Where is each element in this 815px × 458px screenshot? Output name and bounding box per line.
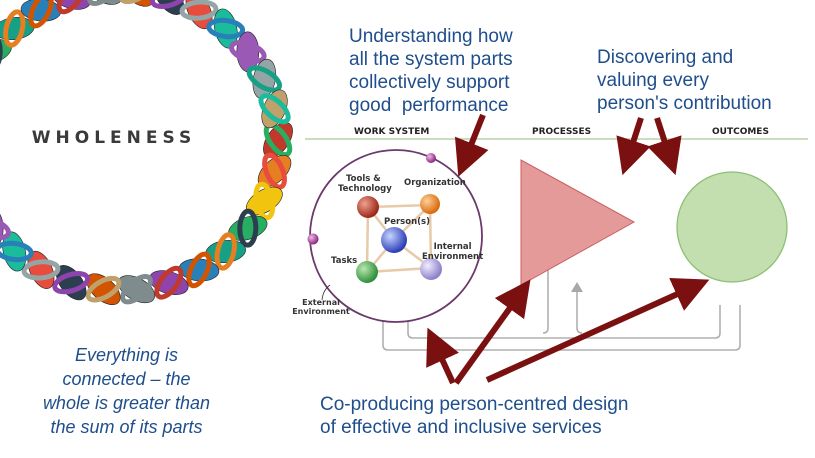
outer-sphere-top [426, 153, 436, 163]
rope-link [3, 9, 26, 48]
rope-link [186, 251, 212, 289]
label-external-environment: External Environment [286, 298, 356, 316]
rope-link [85, 275, 122, 303]
label-line: Environment [422, 252, 484, 262]
understanding-callout: Understanding how all the system parts c… [349, 25, 564, 117]
rope-link [21, 259, 61, 281]
rope-link [214, 232, 237, 271]
header-outcomes: OUTCOMES [712, 127, 769, 137]
callout-line: Co-producing person-centred design [320, 394, 629, 415]
persons-sphere [381, 227, 407, 253]
rope-link [246, 65, 282, 93]
rope-link [0, 216, 11, 241]
callout-line: person's contribution [597, 93, 772, 114]
label-line: External [302, 298, 340, 307]
callout-line: Understanding how [349, 26, 513, 47]
rope-link [262, 152, 287, 190]
rope-link [179, 0, 219, 21]
rope-link [0, 240, 34, 263]
rope-link [253, 181, 276, 221]
rope-link [56, 0, 86, 15]
organization-sphere [420, 194, 440, 214]
process-triangle [520, 159, 636, 286]
work-system-spheres [307, 153, 442, 283]
callout-line: Discovering and [597, 47, 734, 68]
internal-sphere [420, 258, 442, 280]
rope-link [87, 0, 120, 7]
rope-link [229, 39, 267, 64]
label-internal-environment: Internal Environment [422, 242, 483, 262]
label-line: Technology [338, 184, 392, 194]
caption-line: whole is greater than [42, 393, 211, 413]
caption-line: Everything is [74, 345, 179, 365]
rope-link [28, 0, 54, 29]
callout-arrows [426, 113, 710, 385]
tasks-sphere [356, 261, 378, 283]
callout-line: good performance [349, 95, 509, 116]
header-work-system: WORK SYSTEM [354, 127, 430, 137]
callout-line: collectively support [349, 72, 510, 93]
rope-link [206, 17, 246, 40]
callout-line: all the system parts [349, 49, 513, 70]
label-line: Internal [433, 242, 472, 252]
label-tasks: Tasks [331, 256, 358, 266]
header-processes: PROCESSES [532, 127, 592, 137]
coproducing-callout: Co-producing person-centred design of ef… [320, 393, 730, 439]
external-pointer [321, 284, 331, 301]
label-line: Environment [292, 307, 350, 316]
rope-link [237, 208, 259, 248]
rope-link [154, 265, 184, 300]
rope-link [52, 271, 91, 295]
label-line: Tools & [346, 174, 381, 184]
wholeness-caption: Everything is connected – the whole is g… [14, 343, 239, 439]
label-organization: Organization [404, 178, 466, 188]
feedback-loops [382, 270, 741, 351]
rope-link [149, 0, 188, 9]
label-tools-technology: Tools & Technology [338, 174, 392, 194]
tools-sphere [357, 196, 379, 218]
rope-ring-image [0, 0, 293, 306]
callout-line: valuing every [597, 70, 709, 91]
callout-line: of effective and inclusive services [320, 417, 602, 438]
caption-line: the sum of its parts [50, 417, 203, 437]
caption-line: connected – the [62, 369, 191, 389]
outer-sphere-left [307, 233, 319, 245]
rope-link [120, 273, 153, 305]
outcome-circle [676, 171, 788, 283]
wholeness-title: WHOLENESS [31, 128, 197, 148]
rope-link [258, 93, 291, 125]
discovering-callout: Discovering and valuing every person's c… [597, 46, 812, 115]
label-persons: Person(s) [384, 217, 430, 227]
